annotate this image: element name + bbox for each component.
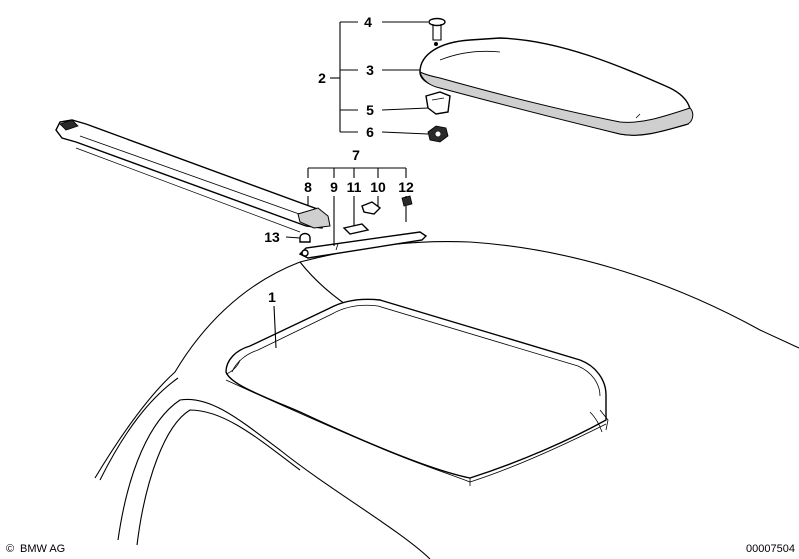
callout-2: 2 [318, 70, 326, 86]
callout-4: 4 [364, 14, 372, 30]
callout-13: 13 [264, 229, 280, 245]
callout-7: 7 [352, 147, 360, 163]
deflector-cover [419, 37, 694, 136]
bracket-part [425, 91, 451, 115]
callout-9: 9 [330, 179, 338, 195]
brand-label: BMW AG [20, 543, 65, 555]
nut-part [427, 125, 449, 143]
callout-12: 12 [398, 179, 414, 195]
callout-labels: 4 2 3 5 6 7 8 9 11 10 12 13 1 [264, 14, 414, 305]
callout-11: 11 [347, 179, 362, 195]
grommet-part [299, 232, 311, 243]
pin-part [401, 195, 413, 222]
leader-lines [273, 21, 429, 349]
callout-8: 8 [304, 179, 312, 195]
copyright-symbol: © [6, 543, 14, 555]
guide-rail [55, 119, 331, 233]
mount-plate [342, 223, 370, 235]
footer: © BMW AG 00007504 [6, 543, 795, 555]
diagram-number: 00007504 [746, 543, 795, 555]
screw-part [428, 17, 446, 41]
callout-10: 10 [370, 179, 386, 195]
callout-6: 6 [366, 124, 374, 140]
callout-3: 3 [366, 62, 374, 78]
lever-arm [298, 231, 428, 259]
clip-part [361, 201, 382, 215]
sliding-roof-panel [225, 298, 609, 486]
callout-5: 5 [366, 102, 374, 118]
callout-1: 1 [268, 289, 276, 305]
